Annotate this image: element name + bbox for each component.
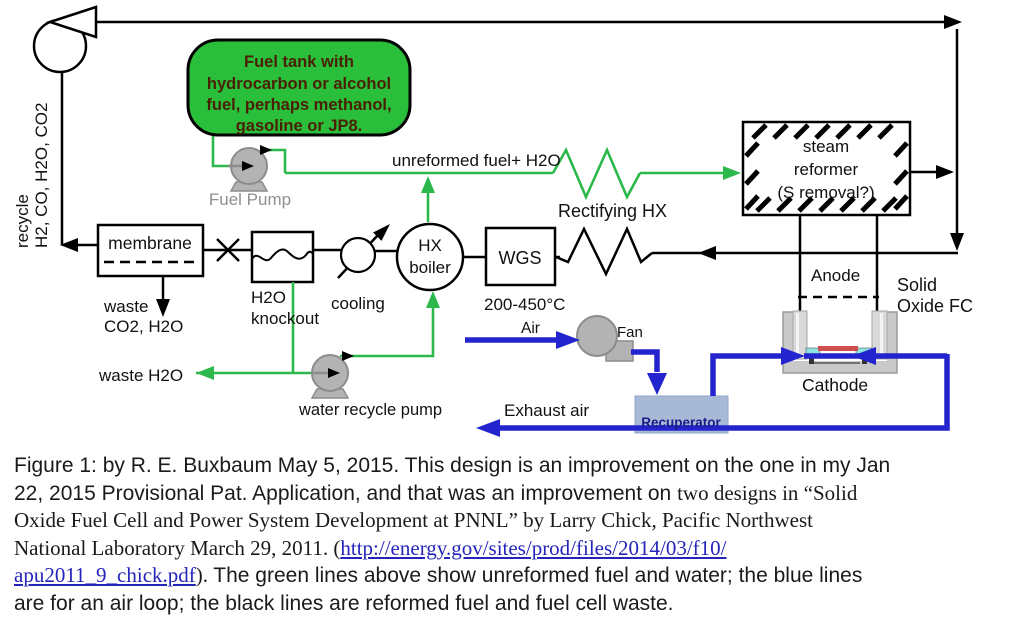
- waste-label-2: CO2, H2O: [104, 317, 183, 336]
- exhaust-air-label: Exhaust air: [504, 401, 589, 420]
- hatch-marks: [744, 123, 909, 213]
- cooling-circle: [339, 236, 377, 274]
- fuel-pump-label: Fuel Pump: [209, 190, 291, 209]
- fuel-tank-label-2: hydrocarbon or alcohol: [207, 75, 391, 93]
- unreformed-fuel-label: unreformed fuel+ H2O: [392, 151, 561, 170]
- blue-arrowheads: [476, 331, 876, 437]
- caption-text: ).: [195, 563, 214, 587]
- caption-line: National Laboratory March 29, 2011. (htt…: [14, 535, 1016, 563]
- caption-text: National Laboratory March 29, 2011. (: [14, 535, 341, 560]
- caption-link[interactable]: http://energy.gov/sites/prod/files/2014/…: [340, 535, 727, 560]
- cathode-label: Cathode: [802, 375, 868, 395]
- temp-range-label: 200-450°C: [484, 295, 565, 314]
- green-fuel-lines: [196, 135, 725, 375]
- fuel-pump-icon: [228, 145, 272, 192]
- h2o-knockout-label-2: knockout: [251, 309, 319, 328]
- cooling-label: cooling: [331, 294, 385, 313]
- steam-reformer-label-3: (S removal?): [777, 183, 874, 202]
- hx-boiler-label-1: HX: [418, 236, 442, 255]
- recuperator-label: Recuperator: [641, 415, 721, 430]
- air-label: Air: [521, 320, 540, 337]
- green-hx-symbol: [551, 146, 642, 201]
- caption-text: are for an air loop; the black lines are…: [14, 591, 674, 615]
- water-recycle-pump-icon: [310, 351, 354, 399]
- fuel-tank-label-3: fuel, perhaps methanol,: [206, 96, 391, 114]
- waste-h2o-label: waste H2O: [98, 366, 183, 385]
- solid-oxide-label-2: Oxide FC: [897, 296, 973, 316]
- anode-label: Anode: [811, 266, 860, 285]
- hx-boiler-circle: [395, 222, 465, 292]
- water-recycle-pump-label: water recycle pump: [298, 401, 442, 419]
- solid-oxide-label-1: Solid: [897, 275, 937, 295]
- recycle-blower-icon: [32, 5, 98, 74]
- caption-text: 22, 2015 Provisional Pat. Application, a…: [14, 481, 678, 505]
- cell-electrolyte: [818, 346, 858, 351]
- caption-line: apu2011_9_chick.pdf). The green lines ab…: [14, 562, 1016, 590]
- rectifying-hx-label: Rectifying HX: [558, 201, 667, 221]
- caption-line: are for an air loop; the black lines are…: [14, 590, 1016, 618]
- fuel-tank-label-4: gasoline or JP8.: [236, 117, 363, 135]
- fuel-tank: [186, 38, 412, 137]
- cooling-arrow: [373, 224, 390, 241]
- caption-text: The green lines above show unreformed fu…: [213, 564, 863, 587]
- air-fan-icon: [576, 315, 634, 362]
- hx-boiler-label-2: boiler: [409, 258, 451, 277]
- wgs-label: WGS: [499, 248, 542, 268]
- steam-reformer-box: [741, 120, 912, 217]
- caption-line: Figure 1: by R. E. Buxbaum May 5, 2015. …: [14, 452, 1016, 480]
- caption-line: 22, 2015 Provisional Pat. Application, a…: [14, 480, 1016, 508]
- figure-caption: Figure 1: by R. E. Buxbaum May 5, 2015. …: [14, 452, 1016, 617]
- rectifying-hx-symbol: [555, 225, 653, 277]
- waste-label-1: waste: [103, 297, 148, 316]
- wgs-box: [484, 226, 557, 287]
- steam-reformer-label-1: steam: [803, 137, 849, 156]
- recycle-species-label: H2, CO, H2O, CO2: [32, 103, 51, 248]
- caption-text: Oxide Fuel Cell and Power System Develop…: [14, 508, 814, 532]
- h2o-knockout-box: [250, 230, 315, 284]
- fan-label: Fan: [617, 324, 643, 341]
- caption-text: Figure 1: by R. E. Buxbaum May 5, 2015. …: [14, 454, 891, 477]
- h2o-knockout-label-1: H2O: [251, 288, 286, 307]
- caption-link[interactable]: apu2011_9_chick.pdf: [14, 563, 196, 587]
- steam-reformer-label-2: reformer: [794, 160, 859, 179]
- caption-text: two designs in “Solid: [677, 480, 858, 505]
- membrane-box: [96, 223, 205, 278]
- membrane-label: membrane: [108, 233, 192, 253]
- solid-oxide-fuel-cell: [782, 310, 898, 374]
- process-flow-diagram: recycle H2, CO, H2O, CO2 Fuel tank with …: [13, 5, 973, 437]
- fuel-tank-label-1: Fuel tank with: [244, 53, 354, 71]
- recycle-label: recycle: [13, 194, 32, 248]
- caption-line: Oxide Fuel Cell and Power System Develop…: [14, 507, 1016, 535]
- black-piping: [60, 20, 959, 348]
- green-arrowheads: [196, 166, 741, 380]
